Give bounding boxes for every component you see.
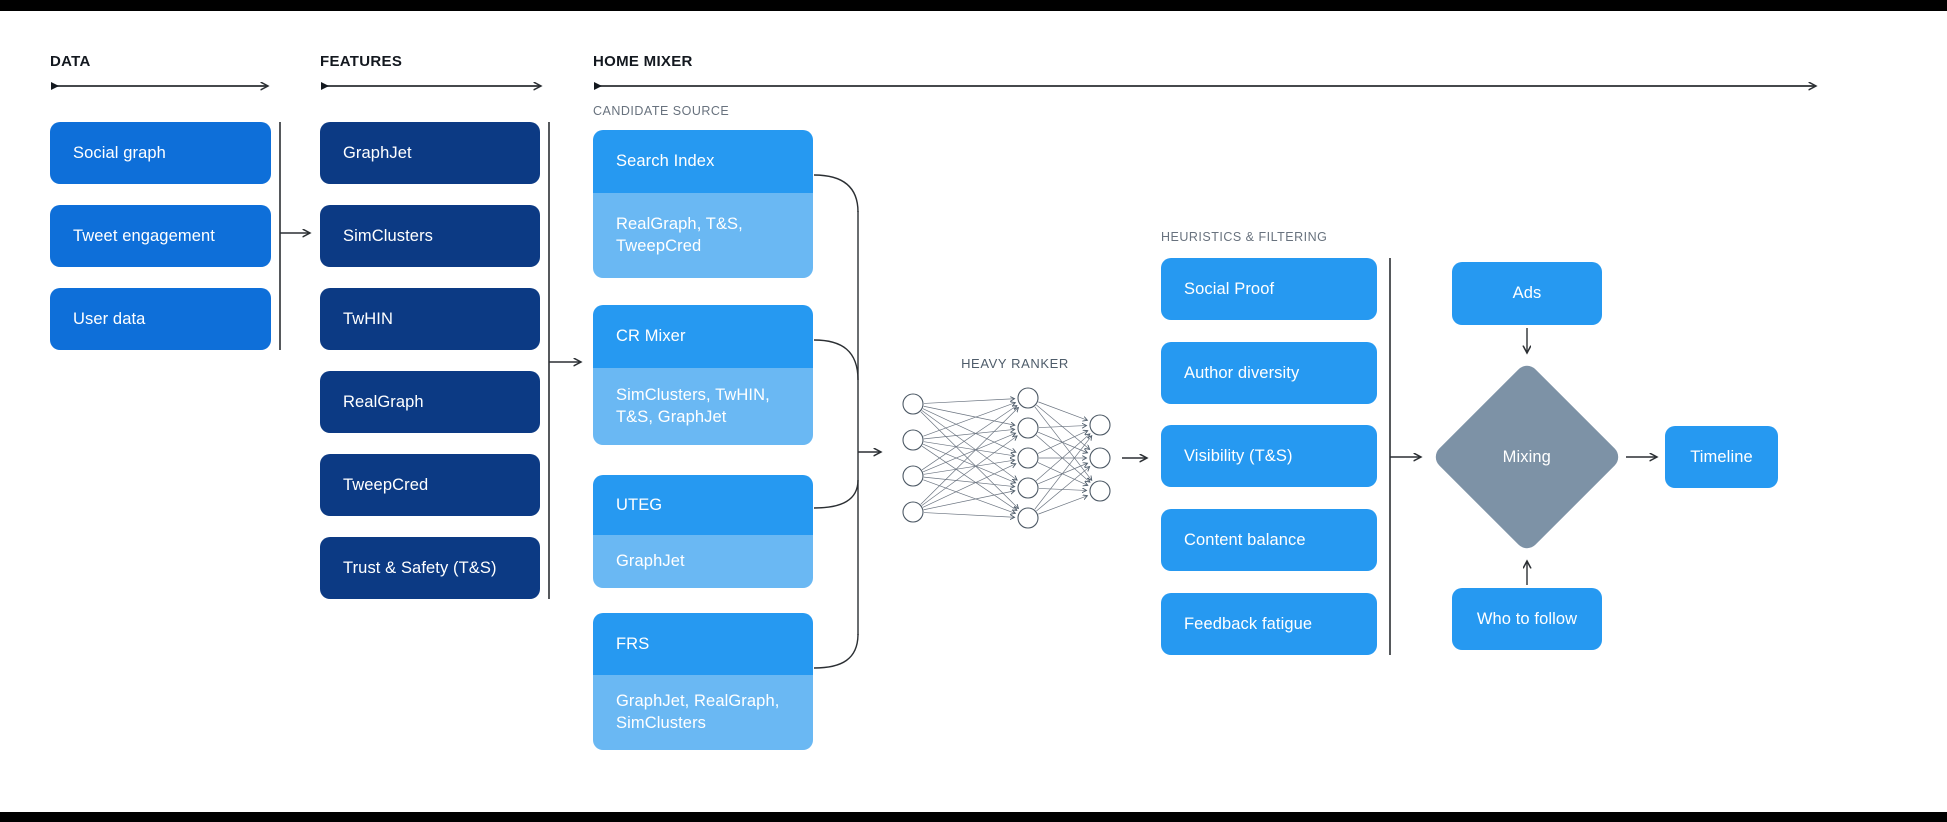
feature-box-simclusters: SimClusters: [320, 205, 540, 267]
candidate-title: CR Mixer: [593, 305, 813, 368]
box-label: Feedback fatigue: [1184, 614, 1313, 633]
heuristic-box-author-diversity: Author diversity: [1161, 342, 1377, 404]
candidate-box-search-index: Search Index RealGraph, T&S, TweepCred: [593, 130, 813, 278]
feature-box-twhin: TwHIN: [320, 288, 540, 350]
heuristic-box-visibility: Visibility (T&S): [1161, 425, 1377, 487]
candidate-features-label: SimClusters, TwHIN, T&S, GraphJet: [616, 385, 770, 426]
candidate-title-label: FRS: [616, 634, 650, 653]
candidate-title-label: CR Mixer: [616, 327, 686, 345]
data-box-user-data: User data: [50, 288, 271, 350]
heuristics-label: HEURISTICS & FILTERING: [1161, 230, 1328, 244]
heuristic-box-feedback-fatigue: Feedback fatigue: [1161, 593, 1377, 655]
candidate-source-label: CANDIDATE SOURCE: [593, 104, 730, 118]
box-label: Content balance: [1184, 530, 1306, 549]
bottom-frame-bar: [0, 812, 1947, 822]
box-label: Who to follow: [1476, 609, 1578, 628]
heuristic-box-content-balance: Content balance: [1161, 509, 1377, 571]
features-section-header: FEATURES: [320, 53, 403, 70]
heuristic-box-social-proof: Social Proof: [1161, 258, 1377, 320]
heavy-ranker-network-icon: [902, 387, 1111, 529]
diamond-label: Mixing: [1502, 447, 1552, 466]
top-frame-bar: [0, 0, 1947, 11]
box-label: Timeline: [1690, 447, 1753, 466]
box-label: Tweet engagement: [73, 226, 215, 245]
candidate-features: SimClusters, TwHIN, T&S, GraphJet: [593, 368, 813, 445]
candidate-title: Search Index: [593, 130, 813, 193]
candidate-box-frs: FRS GraphJet, RealGraph, SimClusters: [593, 613, 813, 750]
box-label: Social graph: [73, 143, 166, 162]
candidate-features-label: GraphJet: [616, 551, 685, 570]
feature-box-realgraph: RealGraph: [320, 371, 540, 433]
feature-box-tweepcred: TweepCred: [320, 454, 540, 516]
data-section-header: DATA: [50, 53, 91, 70]
candidate-features: RealGraph, T&S, TweepCred: [593, 193, 813, 278]
box-label: Visibility (T&S): [1184, 446, 1293, 465]
box-label: Social Proof: [1184, 279, 1275, 298]
candidate-box-cr-mixer: CR Mixer SimClusters, TwHIN, T&S, GraphJ…: [593, 305, 813, 445]
features-to-candidates-connector: [548, 122, 581, 599]
box-label: SimClusters: [343, 226, 434, 245]
data-box-social-graph: Social graph: [50, 122, 271, 184]
who-to-follow-box: Who to follow: [1452, 588, 1602, 650]
heavy-ranker-label: HEAVY RANKER: [961, 356, 1069, 371]
candidate-title-label: Search Index: [616, 152, 715, 170]
box-label: GraphJet: [343, 143, 412, 162]
mixing-diamond: Mixing: [1430, 360, 1624, 554]
box-label: RealGraph: [343, 392, 424, 411]
candidate-features-label: GraphJet, RealGraph, SimClusters: [616, 691, 780, 732]
candidate-title: FRS: [593, 613, 813, 675]
box-label: Ads: [1512, 284, 1542, 302]
feature-box-graphjet: GraphJet: [320, 122, 540, 184]
box-label: TweepCred: [343, 475, 429, 494]
timeline-box: Timeline: [1665, 426, 1778, 488]
feature-box-trust-safety: Trust & Safety (T&S): [320, 537, 540, 599]
home-mixer-section-header: HOME MIXER: [593, 53, 693, 70]
candidate-box-uteg: UTEG GraphJet: [593, 475, 813, 588]
box-label: Trust & Safety (T&S): [343, 558, 497, 577]
box-label: Author diversity: [1184, 363, 1300, 382]
candidates-collector-connector: [813, 174, 881, 669]
box-label: User data: [73, 309, 146, 328]
candidate-features-label: RealGraph, T&S, TweepCred: [616, 214, 743, 255]
candidate-features: GraphJet, RealGraph, SimClusters: [593, 675, 813, 750]
candidate-title-label: UTEG: [616, 495, 663, 514]
data-box-tweet-engagement: Tweet engagement: [50, 205, 271, 267]
candidate-features: GraphJet: [593, 535, 813, 588]
box-label: TwHIN: [343, 309, 393, 328]
candidate-title: UTEG: [593, 475, 813, 535]
ads-box: Ads: [1452, 262, 1602, 325]
heuristics-to-mixing-connector: [1389, 258, 1421, 655]
data-to-features-connector: [279, 122, 310, 350]
